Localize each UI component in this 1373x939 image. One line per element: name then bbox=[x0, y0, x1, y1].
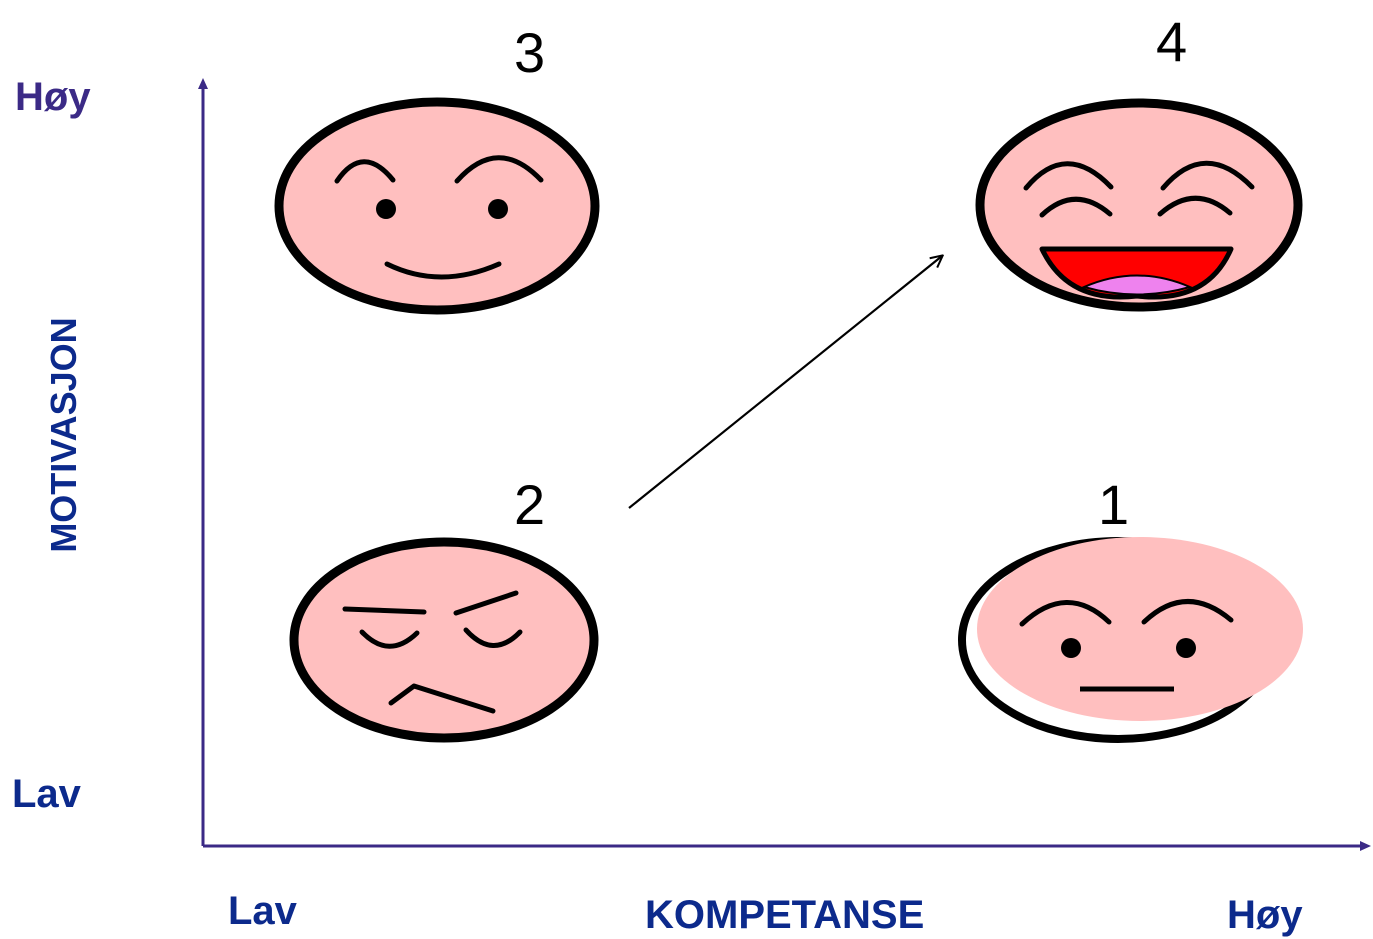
face-neutral-icon bbox=[958, 537, 1303, 743]
x-axis-low-label: Lav bbox=[228, 889, 297, 933]
face-grumpy-icon bbox=[289, 537, 599, 743]
quadrant-number-4: 4 bbox=[1156, 10, 1188, 73]
x-axis-title: KOMPETANSE bbox=[645, 893, 925, 937]
face-smiling-icon bbox=[274, 97, 600, 315]
x-axis-high-label: Høy bbox=[1227, 893, 1303, 937]
quadrant-number-1: 1 bbox=[1098, 473, 1130, 536]
quadrant-number-3: 3 bbox=[514, 21, 546, 84]
y-axis-low-label: Lav bbox=[12, 772, 81, 816]
y-axis-high-label: Høy bbox=[15, 75, 91, 119]
progress-arrow bbox=[628, 256, 942, 509]
y-axis-title: MOTIVASJON bbox=[43, 317, 84, 553]
face-laughing-icon bbox=[975, 98, 1303, 312]
quadrant-number-2: 2 bbox=[514, 473, 546, 536]
